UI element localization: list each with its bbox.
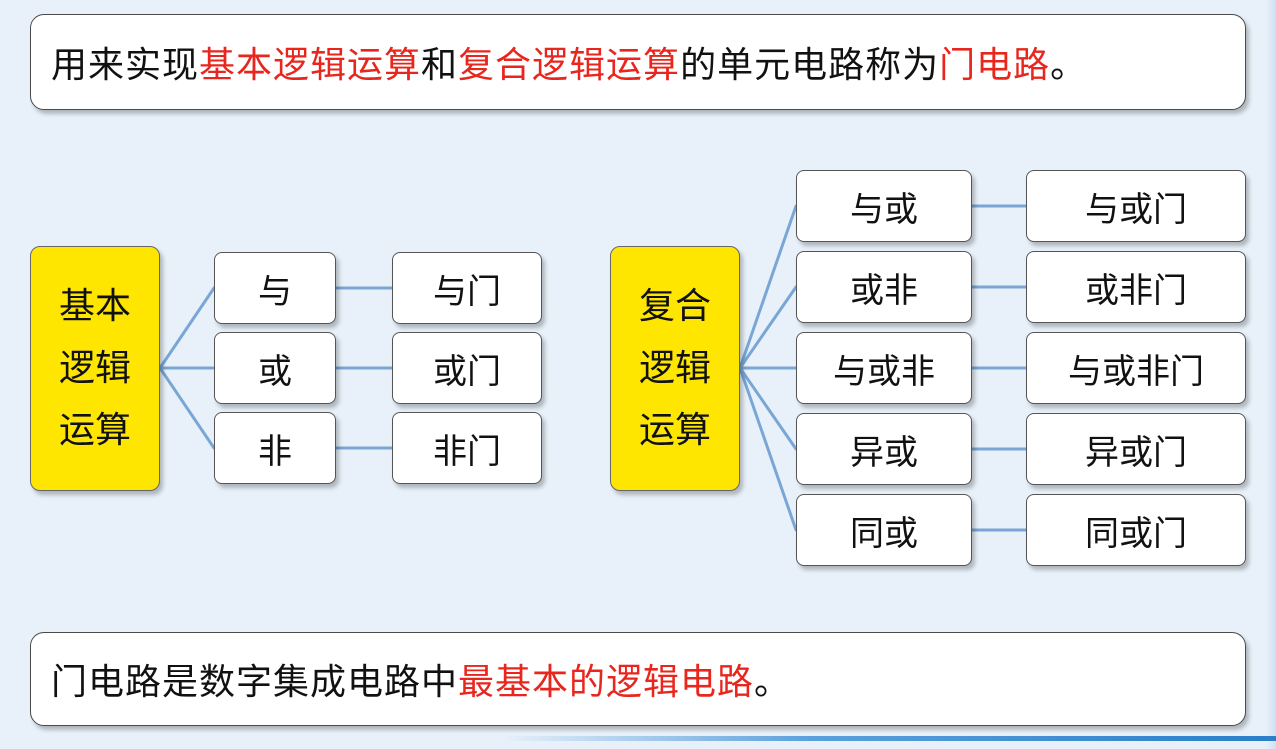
top-text-4: 。 [1050, 45, 1088, 86]
compound-branch-4 [738, 366, 798, 451]
basic-branch-not [158, 366, 216, 450]
slide-edge-shade [1266, 0, 1276, 749]
compound-op-xor: 异或 [796, 413, 972, 485]
compound-root-line-1: 复合 [638, 285, 711, 327]
basic-gate-and: 与门 [392, 252, 542, 324]
compound-branch-5 [738, 366, 798, 532]
compound-gate-and-or-not: 与或非门 [1026, 332, 1246, 404]
compound-op-and-or-not: 与或非 [796, 332, 972, 404]
basic-branch-and [158, 286, 216, 370]
basic-root-line-1: 基本 [58, 285, 131, 327]
compound-op-nor: 或非 [796, 251, 972, 323]
compound-op-and-or: 与或 [796, 170, 972, 242]
compound-branch-1 [738, 204, 798, 370]
basic-op-and: 与 [214, 252, 336, 324]
compound-gate-xor: 异或门 [1026, 413, 1246, 485]
basic-gate-or: 或门 [392, 332, 542, 404]
top-text-1: 用来实现 [51, 45, 200, 86]
bottom-statement-panel: 门电路是数字集成电路中最基本的逻辑电路。 [30, 632, 1246, 726]
basic-op-not: 非 [214, 412, 336, 484]
top-highlight-gate: 门电路 [939, 45, 1051, 86]
compound-root-line-2: 逻辑 [638, 347, 711, 389]
bottom-text-1: 门电路是数字集成电路中 [51, 662, 459, 703]
top-highlight-basic: 基本逻辑运算 [199, 45, 422, 86]
top-text-3: 的单元电路称为 [680, 45, 940, 86]
compound-root-line-3: 运算 [638, 409, 711, 451]
basic-op-or: 或 [214, 332, 336, 404]
compound-branch-2 [738, 285, 798, 370]
basic-root-line-3: 运算 [58, 409, 131, 451]
bottom-text-2: 。 [754, 662, 792, 703]
compound-logic-root: 复合 逻辑 运算 [610, 246, 740, 491]
footer-accent-line [500, 736, 1276, 741]
basic-logic-root: 基本 逻辑 运算 [30, 246, 160, 491]
top-highlight-compound: 复合逻辑运算 [458, 45, 681, 86]
basic-gate-not: 非门 [392, 412, 542, 484]
top-text-2: 和 [421, 45, 459, 86]
compound-gate-and-or: 与或门 [1026, 170, 1246, 242]
bottom-highlight: 最基本的逻辑电路 [458, 662, 755, 703]
basic-root-line-2: 逻辑 [58, 347, 131, 389]
top-statement-panel: 用来实现基本逻辑运算和复合逻辑运算的单元电路称为门电路。 [30, 14, 1246, 110]
compound-op-xnor: 同或 [796, 494, 972, 566]
compound-gate-xnor: 同或门 [1026, 494, 1246, 566]
compound-gate-nor: 或非门 [1026, 251, 1246, 323]
